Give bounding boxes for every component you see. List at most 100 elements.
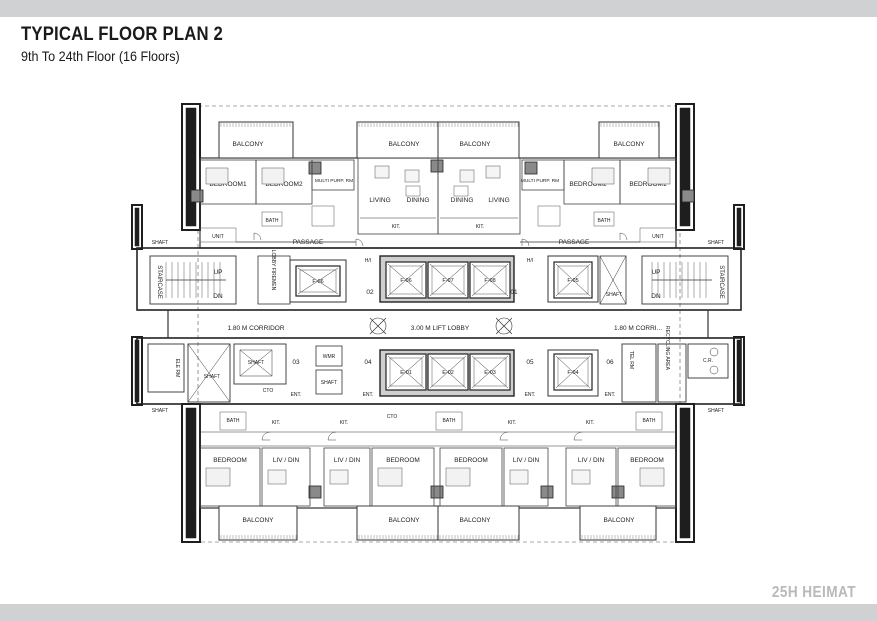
balcony-railing: [581, 535, 655, 539]
bath-room: [635, 411, 663, 431]
room-label: C.R.: [703, 358, 713, 364]
balcony-label: BALCONY: [613, 141, 645, 148]
exterior-wall: [679, 407, 691, 539]
structural-column: [190, 189, 204, 203]
balcony-railing: [358, 535, 519, 539]
room-bedroom-b: [371, 447, 435, 507]
lift-label: E-02: [442, 370, 454, 376]
lift-inner: [473, 265, 507, 295]
lower-core-band: [136, 337, 742, 405]
exterior-wall: [185, 407, 197, 539]
door-swing: [355, 238, 364, 247]
room-label: BATH: [643, 418, 656, 424]
room-bedroom-d: [617, 447, 677, 507]
lobby-label: LOBBY FIREMEN: [270, 250, 276, 291]
structural-column: [681, 189, 695, 203]
structural-column: [540, 485, 554, 499]
shaft-label: SHAFT: [321, 380, 337, 386]
room-label: BATH: [266, 218, 279, 224]
bed-icon: [445, 467, 471, 487]
room-multipurpose-left: [311, 159, 355, 191]
brand-logo-text: 25H HEIMAT: [771, 584, 856, 601]
lift-cross: [471, 355, 509, 389]
balcony-label: BALCONY: [232, 141, 264, 148]
exterior-wall: [679, 107, 691, 227]
bed-icon: [591, 167, 615, 185]
sofa-icon: [267, 469, 287, 485]
ent-label: ENT.: [525, 392, 536, 398]
bath-room: [593, 211, 615, 227]
fire-door-symbol: [369, 317, 387, 335]
fire-door-symbol: [495, 317, 513, 335]
room-label: ELE RM: [174, 359, 180, 378]
room-label: BEDROOM1: [629, 181, 667, 188]
room-living-right: [437, 157, 521, 235]
shaft-label: SHAFT: [152, 408, 168, 414]
room-label: KIT.: [392, 224, 401, 230]
staircase-left: [149, 255, 237, 305]
lift-cross: [555, 355, 591, 389]
room-label: RECYCLING AREA: [664, 326, 670, 371]
cr-room: [687, 343, 729, 379]
room-label: DINING: [451, 197, 474, 204]
lift-shaft-block: [547, 255, 599, 303]
bed-icon: [205, 167, 229, 185]
structural-column: [430, 159, 444, 173]
balcony-outline: [218, 505, 298, 541]
exterior-wall: [185, 107, 197, 227]
door-swing: [573, 431, 583, 441]
shaft-label: SHAFT: [152, 240, 168, 246]
room-label: DINING: [407, 197, 430, 204]
bath-room: [435, 411, 463, 431]
room-label: KIT.: [340, 420, 349, 426]
balcony-label: BALCONY: [459, 517, 491, 524]
recycling-area: [657, 343, 687, 403]
fire-door-symbol: [495, 317, 513, 335]
room-label: KIT.: [586, 420, 595, 426]
balcony-label: BALCONY: [603, 517, 635, 524]
lift-inner: [557, 357, 589, 387]
lift-label: F-06: [400, 278, 411, 284]
fixture-icon: [709, 347, 719, 357]
bath-room: [219, 411, 247, 431]
room-label: CTO: [387, 414, 398, 420]
page-subtitle: 9th To 24th Floor (16 Floors): [21, 48, 180, 64]
passage-label: PASSAGE: [559, 239, 590, 246]
bed-icon: [205, 467, 231, 487]
room-bedroom-c: [439, 447, 503, 507]
bath-room: [261, 211, 283, 227]
door-swing: [261, 431, 271, 441]
room-label: MULTI PURP. RM: [315, 178, 353, 184]
lift-lobby-label: 3.00 M LIFT LOBBY: [411, 325, 470, 332]
top-band: [0, 0, 877, 17]
lift-inner: [299, 269, 337, 293]
shaft-small: [315, 369, 343, 395]
stair-up-label: UP: [213, 269, 222, 276]
lift-cross: [429, 355, 467, 389]
fixture-icon: [709, 365, 719, 375]
ele-room: [147, 343, 185, 393]
sofa-icon: [459, 169, 475, 183]
room-label: BEDROOM: [213, 457, 247, 464]
corridor-label: 1.80 M CORRIDOR: [227, 325, 284, 332]
bed-icon: [261, 167, 285, 185]
room-label: UNIT: [652, 234, 664, 240]
shaft-left: [187, 343, 231, 403]
bath-room: [537, 205, 561, 227]
room-label: BATH: [598, 218, 611, 224]
unit-number: 06: [606, 359, 614, 366]
shaft-label: SHAFT: [204, 374, 220, 380]
room-label: LIV / DIN: [273, 457, 300, 464]
balcony-outline: [598, 121, 660, 159]
staircase-label: STAIRCASE: [718, 265, 724, 299]
bottom-band: [0, 604, 877, 621]
shaft-cross: [187, 343, 231, 403]
unit-number: 01: [510, 289, 518, 296]
balcony-railing: [220, 535, 297, 539]
lift-inner: [473, 357, 507, 387]
room-label: KIT.: [508, 420, 517, 426]
shaft-mid: [233, 343, 287, 385]
lift-label: F-06: [312, 279, 323, 285]
shaft-cross: [239, 349, 273, 377]
